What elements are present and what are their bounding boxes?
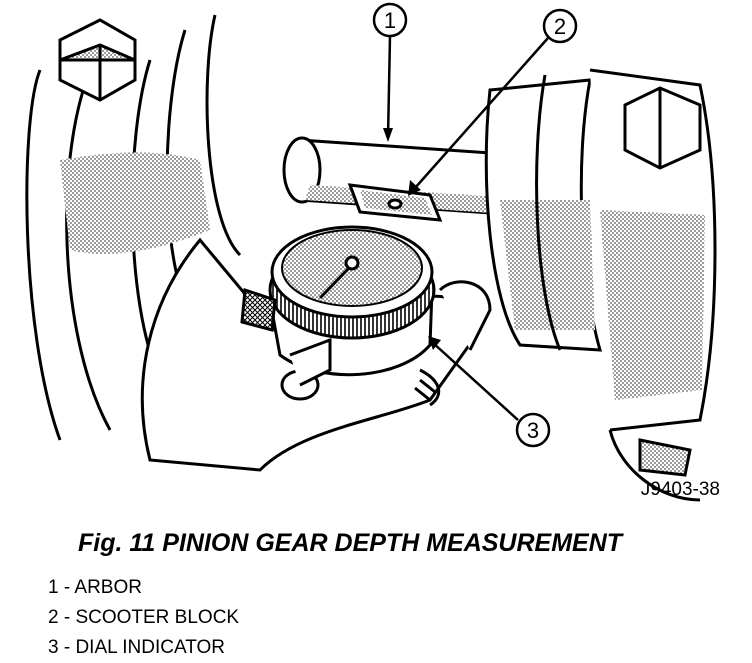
callout-1-number: 1	[384, 8, 396, 33]
figure-caption: Fig. 11 PINION GEAR DEPTH MEASUREMENT	[78, 529, 623, 557]
legend-item-arbor: 1 - ARBOR	[48, 577, 142, 598]
legend-item-dial-indicator: 3 - DIAL INDICATOR	[48, 637, 226, 658]
dial-indicator	[240, 225, 436, 401]
right-bearing-housing	[484, 68, 717, 502]
drawing-code: J9403-38	[641, 479, 720, 500]
left-hex-bolt	[58, 18, 137, 102]
right-hex-bolt	[623, 86, 702, 170]
legend-item-scooter-block: 2 - SCOOTER BLOCK	[48, 607, 240, 628]
callout-2: 2	[408, 8, 578, 196]
legend-list: 1 - ARBOR 2 - SCOOTER BLOCK 3 - DIAL IND…	[48, 573, 239, 663]
callout-1: 1	[372, 2, 408, 142]
pinion-gear-depth-illustration: 1 2 3 J9403-38	[25, 2, 720, 502]
scooter-block	[347, 183, 443, 222]
callout-3: 3	[428, 336, 551, 448]
callout-3-number: 3	[527, 418, 539, 443]
callout-2-number: 2	[554, 14, 566, 39]
